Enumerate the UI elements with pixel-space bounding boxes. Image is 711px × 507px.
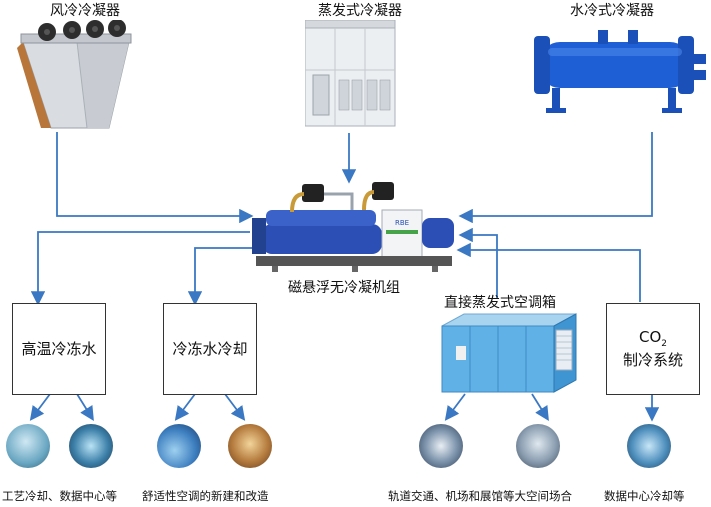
chilled-water-cooling-box: 冷冻水冷却: [163, 303, 257, 395]
caption-datacenter-cooling: 数据中心冷却等: [604, 489, 685, 503]
chiller-label: 磁悬浮无冷凝机组: [288, 280, 400, 296]
hotel-room-image-icon: [228, 424, 272, 468]
arrow-to-high-temp-water: [30, 231, 250, 306]
caption-comfort-ac: 舒适性空调的新建和改造: [142, 489, 269, 503]
co2-line2: 制冷系统: [622, 351, 683, 370]
caption-large-spaces: 轨道交通、机场和展馆等大空间场合: [388, 489, 572, 503]
high-temp-water-label: 高温冷冻水: [21, 339, 97, 358]
chiller-panel-logo: RBE: [395, 219, 409, 227]
co2-subscript: 2: [661, 338, 667, 349]
chilled-water-cooling-label: 冷冻水冷却: [172, 339, 248, 358]
server-room-image-icon: [627, 424, 671, 468]
water-condenser-label: 水冷式冷凝器: [570, 3, 654, 19]
arrow-to-chilled-water: [187, 247, 252, 306]
high-temp-water-box: 高温冷冻水: [12, 303, 106, 395]
co2-line1: CO2: [639, 327, 667, 351]
datacenter-image-icon: [69, 424, 113, 468]
arrow-air-condenser: [56, 132, 254, 224]
train-image-icon: [419, 424, 463, 468]
air-condenser-image: [17, 20, 132, 129]
arrow-out-1: [29, 393, 51, 421]
chiller-image: RBE: [252, 182, 454, 272]
building-image-icon: [157, 424, 201, 468]
factory-image-icon: [6, 424, 50, 468]
arrow-out-3: [174, 393, 196, 421]
ahu-label: 直接蒸发式空调箱: [444, 295, 556, 311]
evap-condenser-image: [305, 20, 396, 127]
ahu-image: [441, 313, 577, 393]
arrow-co2-to-chiller: [456, 242, 641, 302]
arrow-out-6: [531, 393, 549, 422]
caption-industrial-datacenter: 工艺冷却、数据中心等: [2, 489, 117, 503]
exhibition-hall-image-icon: [516, 424, 560, 468]
arrow-out-4: [224, 393, 246, 421]
arrow-out-2: [76, 393, 94, 422]
evap-condenser-label: 蒸发式冷凝器: [318, 3, 402, 19]
air-condenser-label: 风冷冷凝器: [50, 3, 120, 19]
arrow-ahu-to-chiller: [458, 227, 498, 298]
arrow-water-condenser: [458, 132, 653, 224]
co2-text: CO: [638, 327, 662, 346]
water-condenser-image: [534, 30, 706, 113]
arrow-out-5: [444, 393, 466, 421]
co2-system-box: CO2 制冷系统: [606, 303, 700, 395]
